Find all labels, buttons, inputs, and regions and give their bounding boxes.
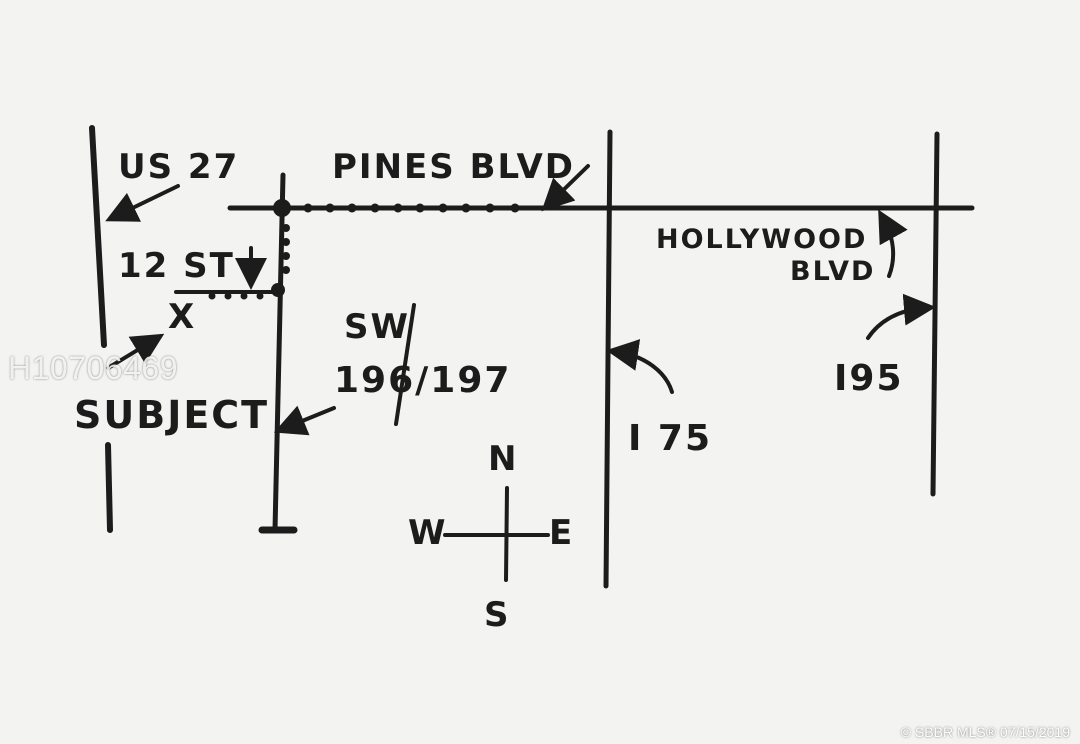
i95-label: I95 xyxy=(834,358,904,399)
subject-label: SUBJECT xyxy=(74,393,269,437)
sw196-arrow-icon xyxy=(273,405,336,436)
12st-route-dots xyxy=(208,283,285,300)
subject-marker: X xyxy=(168,297,196,337)
compass-east-label: E xyxy=(549,513,574,553)
i95-arrow-icon xyxy=(866,293,936,340)
compass-south-label: S xyxy=(484,595,511,635)
compass-cross xyxy=(443,486,550,582)
sw196-route-dots xyxy=(282,224,290,274)
copyright-notice: © SBBR MLS® 07/15/2019 xyxy=(900,724,1070,740)
hollywood-label: HOLLYWOOD xyxy=(656,224,867,255)
sw-divider-slash xyxy=(394,303,416,426)
pines-arrow-icon xyxy=(541,164,590,212)
mls-watermark: H10706469 xyxy=(8,350,178,386)
i75-arrow-icon xyxy=(606,339,674,394)
subject-arrow-icon xyxy=(106,333,165,370)
12st-label: 12 ST xyxy=(118,246,235,286)
sw-label: SW xyxy=(344,307,410,347)
sw-number-label: 196/197 xyxy=(334,360,511,401)
hollywood-arrow-icon xyxy=(878,209,908,278)
pines-blvd-label: PINES BLVD xyxy=(332,147,575,187)
sw196-road xyxy=(258,172,298,534)
compass-west-label: W xyxy=(408,513,448,553)
i95-road xyxy=(930,131,940,497)
us27-arrow-icon xyxy=(105,184,180,222)
us27-label: US 27 xyxy=(118,147,239,187)
hollywood-blvd-label: BLVD xyxy=(790,256,875,287)
i75-road xyxy=(603,129,613,589)
compass-north-label: N xyxy=(488,439,518,479)
i75-label: I 75 xyxy=(628,418,712,459)
us27-road xyxy=(89,125,113,533)
